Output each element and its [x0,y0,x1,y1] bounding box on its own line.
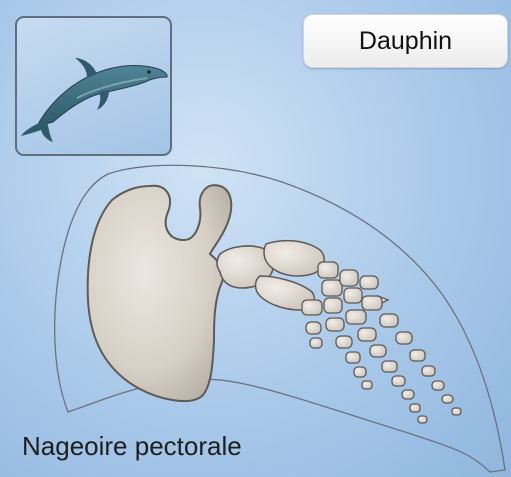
scapula-bone [88,185,232,401]
fin-caption: Nageoire pectorale [22,431,242,462]
digit-5-phalanges [306,322,322,348]
